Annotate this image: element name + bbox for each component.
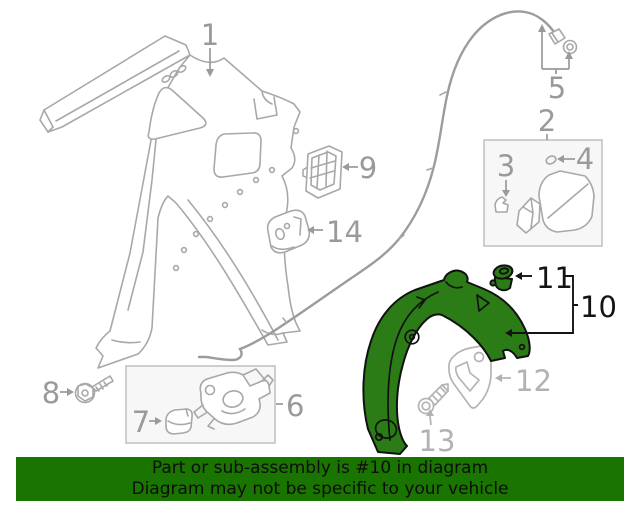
arrow-down-icon [502, 190, 510, 197]
callout-label-3: 3 [497, 149, 515, 183]
screw-art [417, 383, 449, 415]
arrow-up-icon [538, 24, 546, 32]
callout-10-leader [512, 275, 578, 334]
banner-line-1: Part or sub-assembly is #10 in diagram [151, 458, 489, 478]
cable-end-connector [548, 28, 566, 45]
fuel-filler-opening [213, 132, 262, 178]
splash-bracket-art [448, 344, 492, 409]
arrow-down-icon [206, 69, 214, 77]
callout-label-13: 13 [419, 424, 456, 458]
callout-label-1: 1 [201, 18, 219, 52]
callout-label-9: 9 [359, 151, 377, 185]
arrow-up-icon [565, 51, 573, 59]
callout-label-4: 4 [576, 142, 594, 176]
callout-label-11: 11 [536, 261, 573, 295]
arrow-left-icon [515, 272, 522, 280]
callout-label-2: 2 [538, 104, 556, 138]
fuel-door-art [494, 155, 595, 234]
wheel-arch-liner-highlight [362, 269, 531, 455]
bracket-pad-art [266, 209, 311, 254]
release-cable-art [197, 10, 578, 362]
clip-part-3 [494, 196, 509, 213]
arrow-left-icon [495, 374, 502, 382]
callout-label-14: 14 [326, 215, 363, 249]
arrow-left-icon [505, 329, 512, 337]
quarter-panel-art [39, 35, 301, 369]
cable-grommet [562, 39, 578, 55]
latch-art [165, 368, 274, 435]
callout-label-6: 6 [286, 389, 304, 423]
bolt-art [74, 375, 114, 404]
latch-part-6 [199, 371, 271, 426]
cap-part-7 [165, 408, 193, 435]
arrow-left-icon [342, 163, 349, 171]
arrow-left-icon [307, 226, 314, 234]
arrow-left-icon [557, 155, 564, 163]
arrow-up-icon [426, 409, 434, 416]
callout-label-8: 8 [42, 376, 60, 410]
callout-label-7: 7 [132, 405, 150, 439]
callout-13-leader [429, 415, 432, 426]
highlight-banner: Part or sub-assembly is #10 in diagram D… [16, 457, 624, 501]
grommet-nut-highlight [489, 264, 514, 292]
callout-5-leader [541, 31, 570, 74]
callout-label-12: 12 [515, 364, 552, 398]
window-opening [147, 86, 207, 140]
arrow-right-icon [155, 417, 162, 425]
banner-line-2: Diagram may not be specific to your vehi… [131, 479, 509, 499]
callout-label-5: 5 [548, 71, 566, 105]
vent-grille-art [302, 145, 343, 199]
callout-label-10: 10 [580, 290, 617, 324]
arrow-right-icon [67, 388, 74, 396]
grommet-part-4 [545, 155, 557, 165]
